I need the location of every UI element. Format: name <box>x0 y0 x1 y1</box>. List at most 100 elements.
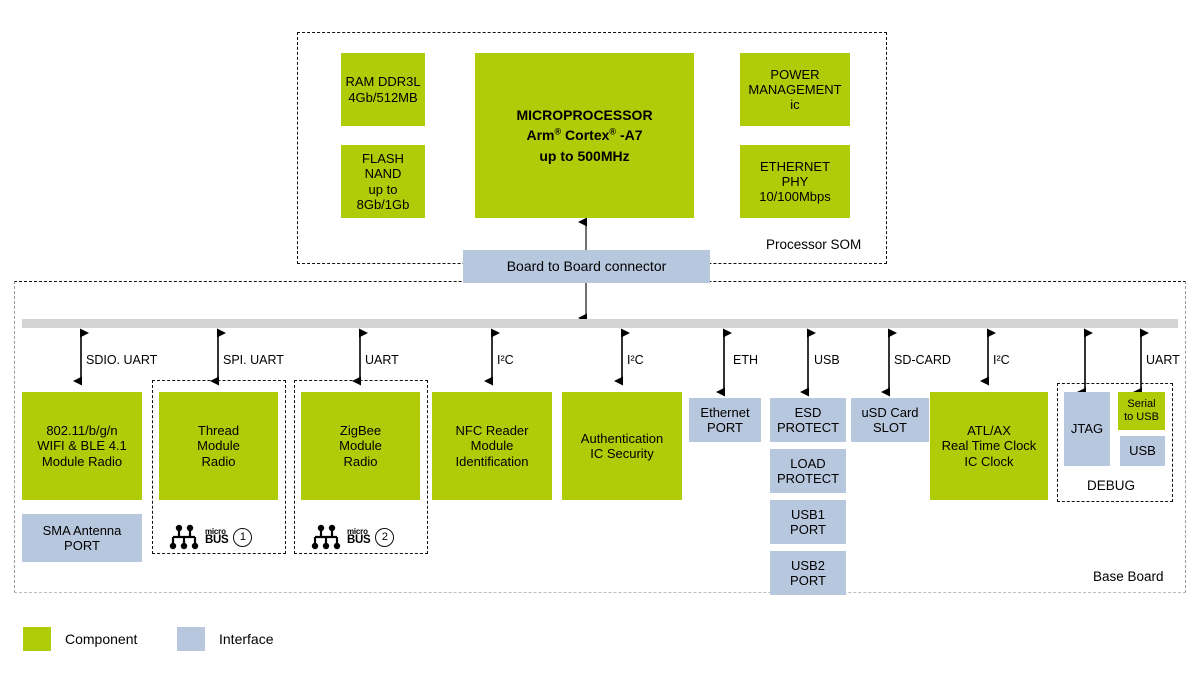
s2u-line1: Serial <box>1127 398 1156 411</box>
usb1-line1: USB1 <box>791 506 825 522</box>
thread-line3: Radio <box>201 453 236 469</box>
mikrobus-micro-2: micro <box>347 527 368 537</box>
flash-line2: up to 8Gb/1Gb <box>356 181 410 212</box>
block-real-time-clock: ATL/AX Real Time Clock IC Clock <box>930 392 1048 500</box>
connector-label: Board to Board connector <box>506 258 667 275</box>
legend-interface: Interface <box>177 627 273 651</box>
block-load-protect: LOAD PROTECT <box>770 449 846 493</box>
processor-som-label: Processor SOM <box>766 237 862 252</box>
mikrobus-badge-1: micro BUS 1 <box>168 523 253 551</box>
pmic-line2: MANAGEMENT <box>748 81 842 97</box>
load-line2: PROTECT <box>776 471 840 486</box>
phy-line1: ETHERNET <box>759 158 831 174</box>
bus-label-usb: USB <box>814 353 840 367</box>
usb1-line2: PORT <box>790 522 826 537</box>
usd-line1: uSD Card <box>861 404 919 420</box>
wifi-line1: 802.11/b/g/n <box>46 423 118 438</box>
flash-line1: FLASH NAND <box>362 150 404 182</box>
mikrobus-bus-1: BUS <box>205 534 229 547</box>
jtag-label: JTAG <box>1070 421 1104 437</box>
block-ethernet-port: Ethernet PORT <box>689 398 761 442</box>
s2u-line2: to USB <box>1124 411 1159 423</box>
bus-label-spi-uart: SPI. UART <box>223 353 284 367</box>
block-flash-nand: FLASH NAND up to 8Gb/1Gb <box>341 145 425 218</box>
block-thread-module-radio: Thread Module Radio <box>159 392 278 500</box>
block-sma-antenna-port: SMA Antenna PORT <box>22 514 142 562</box>
ram-line2: 4Gb/512MB <box>348 89 418 105</box>
block-serial-to-usb: Serial to USB <box>1118 392 1165 430</box>
mikrobus-1-group <box>152 380 286 554</box>
mikrobus-icon-2 <box>311 524 341 550</box>
load-line1: LOAD <box>790 455 826 471</box>
bus-label-uart-1: UART <box>365 353 399 367</box>
mikrobus-2-group <box>294 380 428 554</box>
usb-label: USB <box>1129 443 1156 459</box>
bus-label-eth: ETH <box>733 353 758 367</box>
mikrobus-number-2: 2 <box>375 527 395 547</box>
reg-mark-1: ® <box>554 126 562 137</box>
sma-line1: SMA Antenna <box>42 522 122 538</box>
auth-line1: Authentication <box>580 430 664 446</box>
block-power-management-ic: POWER MANAGEMENT ic <box>740 53 850 126</box>
ram-line1: RAM DDR3L <box>345 74 421 90</box>
sma-line2: PORT <box>64 538 100 553</box>
bus-label-uart-2: UART <box>1146 353 1180 367</box>
auth-line2: IC Security <box>590 446 654 461</box>
esd-line2: PROTECT <box>776 420 840 435</box>
mikrobus-wordmark-1: micro BUS <box>205 527 229 547</box>
usb2-line1: USB2 <box>791 557 825 573</box>
mikrobus-wordmark-2: micro BUS <box>347 527 371 547</box>
legend-swatch-component <box>23 627 51 651</box>
block-board-to-board-connector: Board to Board connector <box>463 250 710 283</box>
block-usd-card-slot: uSD Card SLOT <box>851 398 929 442</box>
phy-line3: 10/100Mbps <box>759 189 831 205</box>
nfc-line1: NFC Reader <box>455 423 529 438</box>
thread-line1: Thread <box>197 423 240 438</box>
mpu-line3: up to 500MHz <box>539 147 630 164</box>
pmic-line1: POWER <box>770 66 820 82</box>
block-wifi-ble: 802.11/b/g/n WIFI & BLE 4.1 Module Radio <box>22 392 142 500</box>
bus-label-i2c-3: I²C <box>993 353 1010 367</box>
block-ram: RAM DDR3L 4Gb/512MB <box>341 53 425 126</box>
block-jtag: JTAG <box>1064 392 1110 466</box>
reg-mark-2: ® <box>609 126 617 137</box>
block-usb2-port: USB2 PORT <box>770 551 846 595</box>
debug-group <box>1057 383 1173 502</box>
legend-component: Component <box>23 627 137 651</box>
usd-line2: SLOT <box>873 420 907 435</box>
pmic-line3: ic <box>790 97 800 113</box>
ethport-line1: Ethernet <box>700 404 750 420</box>
mpu-cortex: Cortex <box>565 127 610 144</box>
mpu-a7: -A7 <box>619 127 643 144</box>
mikrobus-number-1: 1 <box>233 527 253 547</box>
legend-label-interface: Interface <box>219 631 274 647</box>
wifi-line2: WIFI & BLE 4.1 <box>37 438 127 454</box>
thread-line2: Module <box>197 438 240 454</box>
zigbee-line3: Radio <box>343 453 378 469</box>
legend-swatch-interface <box>177 627 205 651</box>
mikrobus-micro-1: micro <box>205 527 226 537</box>
block-zigbee-module-radio: ZigBee Module Radio <box>301 392 420 500</box>
mikrobus-bus-2: BUS <box>347 534 371 547</box>
esd-line1: ESD <box>794 404 822 420</box>
block-usb1-port: USB1 PORT <box>770 500 846 544</box>
usb2-line2: PORT <box>790 573 826 588</box>
block-authentication-ic: Authentication IC Security <box>562 392 682 500</box>
block-ethernet-phy: ETHERNET PHY 10/100Mbps <box>740 145 850 218</box>
nfc-line2: Module <box>470 438 514 454</box>
mpu-line1: MICROPROCESSOR <box>516 107 653 124</box>
zigbee-line1: ZigBee <box>339 423 382 438</box>
rtc-line2: Real Time Clock <box>941 438 1037 454</box>
bus-label-i2c-2: I²C <box>627 353 644 367</box>
mikrobus-badge-2: micro BUS 2 <box>310 523 395 551</box>
mikrobus-icon-1 <box>169 524 199 550</box>
block-microprocessor: MICROPROCESSOR Arm® Cortex® -A7 up to 50… <box>475 53 694 218</box>
bus-label-i2c-1: I²C <box>497 353 514 367</box>
block-esd-protect: ESD PROTECT <box>770 398 846 442</box>
wifi-line3: Module Radio <box>41 453 123 469</box>
rtc-line1: ATL/AX <box>967 423 1011 438</box>
bus-label-sdio-uart: SDIO. UART <box>86 353 158 367</box>
rtc-line3: IC Clock <box>964 453 1014 469</box>
block-usb: USB <box>1120 436 1165 466</box>
